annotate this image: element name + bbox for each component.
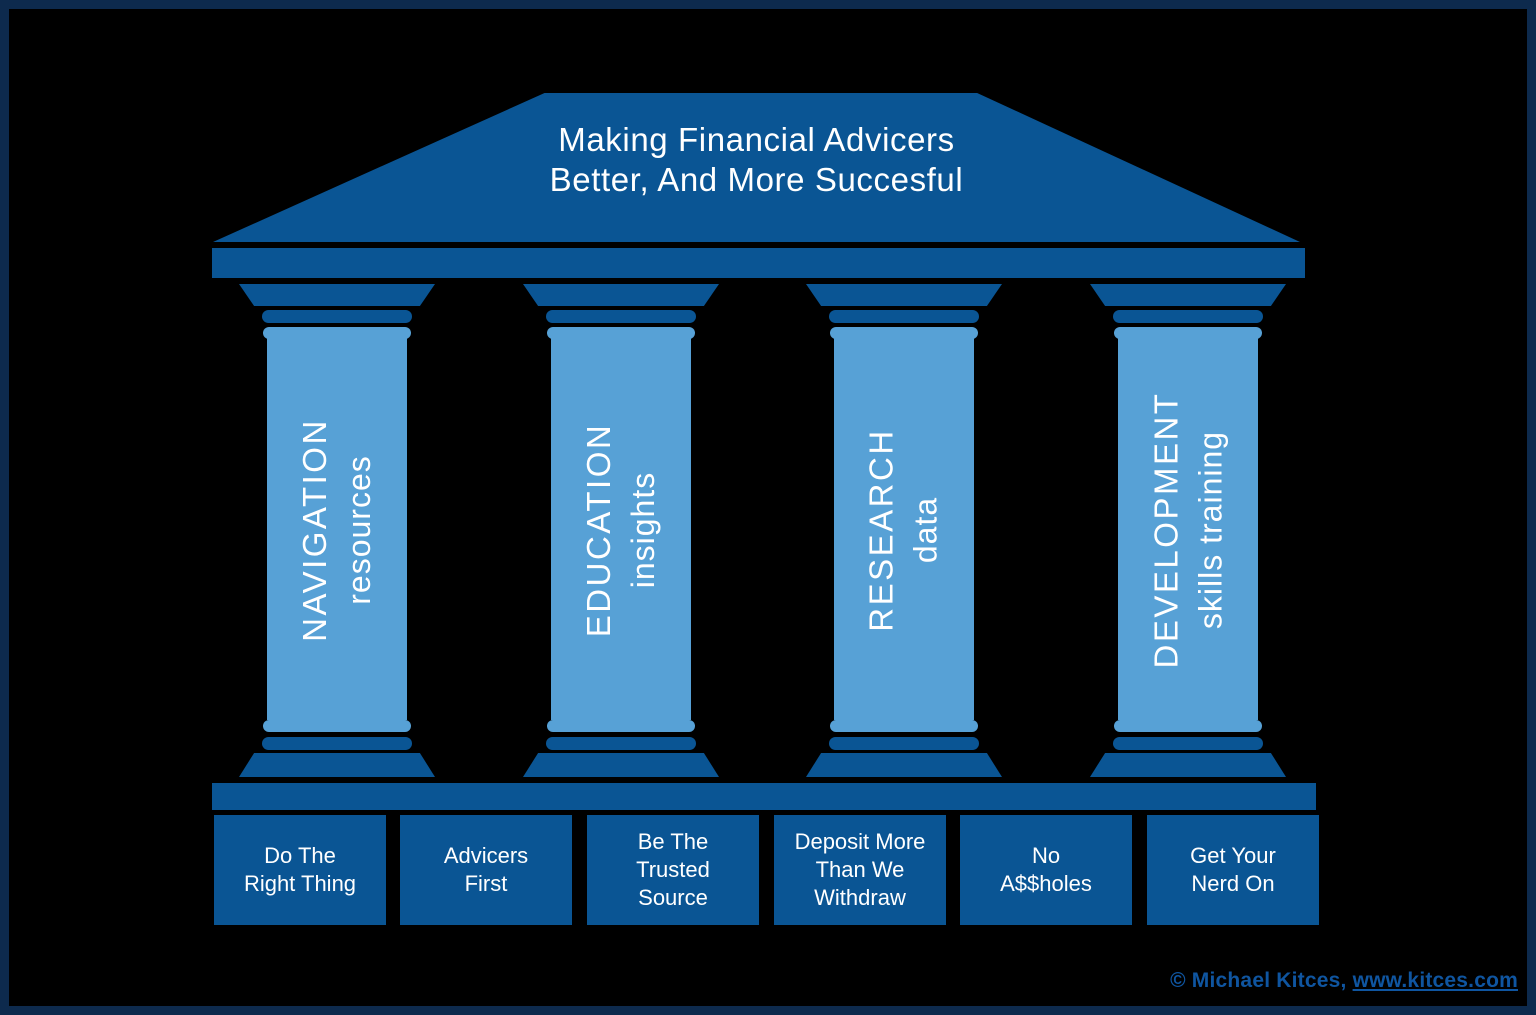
pillar-name: NAVIGATION: [296, 417, 334, 642]
pillar-capital-ring: [546, 310, 696, 323]
architrave-beam: [212, 248, 1305, 278]
copyright-text: © Michael Kitces,: [1170, 969, 1353, 992]
foundation-block-be-the-trusted-source: Be The Trusted Source: [587, 815, 759, 925]
pillar-base-trapezoid: [1090, 753, 1286, 777]
pillar-base-ring: [546, 737, 696, 750]
foundation-block-advicers-first: Advicers First: [400, 815, 572, 925]
foundation-block-label: No A$$holes: [1000, 842, 1092, 896]
foundation-block-label: Be The Trusted Source: [636, 828, 710, 911]
pillar-name: RESEARCH: [863, 427, 900, 632]
foundation-block-label: Do The Right Thing: [243, 842, 357, 896]
pillar-navigation: NAVIGATION resources: [239, 284, 435, 778]
pillar-foot-collar: [263, 720, 411, 732]
foundation-block-label: Deposit More Than We Withdraw: [794, 828, 926, 911]
pillar-shaft: [551, 337, 691, 720]
pillar-research-label: RESEARCH data: [834, 339, 974, 720]
pillar-capital-ring: [829, 310, 979, 323]
pillar-subtitle: resources: [341, 454, 378, 605]
pillar-capital-trapezoid: [239, 284, 435, 306]
foundation-block-get-your-nerd-on: Get Your Nerd On: [1147, 815, 1319, 925]
pillar-neck-collar: [830, 327, 978, 339]
pillar-base-ring: [262, 737, 412, 750]
pillar-education-label: EDUCATION insights: [551, 339, 691, 720]
pillar-shaft: [267, 337, 407, 720]
pillar-education: EDUCATION insights: [523, 284, 719, 778]
pillar-base-trapezoid: [523, 753, 719, 777]
pillar-name: EDUCATION: [580, 422, 617, 637]
pillar-subtitle: data: [908, 496, 944, 563]
pillar-neck-collar: [263, 327, 411, 339]
pillar-navigation-label: NAVIGATION resources: [267, 339, 407, 720]
pillar-base-trapezoid: [239, 753, 435, 777]
pillar-capital-ring: [262, 310, 412, 323]
pillar-capital-trapezoid: [523, 284, 719, 306]
foundation-block-deposit-more-than-we-withdraw: Deposit More Than We Withdraw: [774, 815, 946, 925]
pillar-shaft: [1118, 337, 1258, 720]
pillar-research: RESEARCH data: [806, 284, 1002, 778]
kitces-website-link[interactable]: www.kitces.com: [1352, 969, 1518, 992]
pillar-neck-collar: [1114, 327, 1262, 339]
pillar-capital-trapezoid: [806, 284, 1002, 306]
pillar-foot-collar: [1114, 720, 1262, 732]
pillar-shaft: [834, 337, 974, 720]
pillar-subtitle: insights: [625, 471, 661, 588]
pillar-capital-ring: [1113, 310, 1263, 323]
pillar-name: DEVELOPMENT: [1147, 391, 1185, 668]
foundation-block-label: Advicers First: [443, 842, 529, 896]
pillar-development-label: DEVELOPMENT skills training: [1118, 339, 1258, 720]
pillar-base-ring: [1113, 737, 1263, 750]
foundation-block-no-assholes: No A$$holes: [960, 815, 1132, 925]
pillar-neck-collar: [547, 327, 695, 339]
foundation-beam: [212, 783, 1316, 810]
copyright-footer: © Michael Kitces, www.kitces.com: [1170, 969, 1518, 993]
pillar-foot-collar: [547, 720, 695, 732]
foundation-block-do-the-right-thing: Do The Right Thing: [214, 815, 386, 925]
diagram-title: Making Financial Advicers Better, And Mo…: [549, 121, 964, 198]
pillar-base-ring: [829, 737, 979, 750]
pillar-capital-trapezoid: [1090, 284, 1286, 306]
pillar-subtitle: skills training: [1192, 430, 1229, 629]
pillar-development: DEVELOPMENT skills training: [1090, 284, 1286, 778]
foundation-block-label: Get Your Nerd On: [1190, 842, 1276, 896]
pediment-roof: Making Financial Advicers Better, And Mo…: [213, 93, 1300, 242]
pillar-foot-collar: [830, 720, 978, 732]
pillar-base-trapezoid: [806, 753, 1002, 777]
